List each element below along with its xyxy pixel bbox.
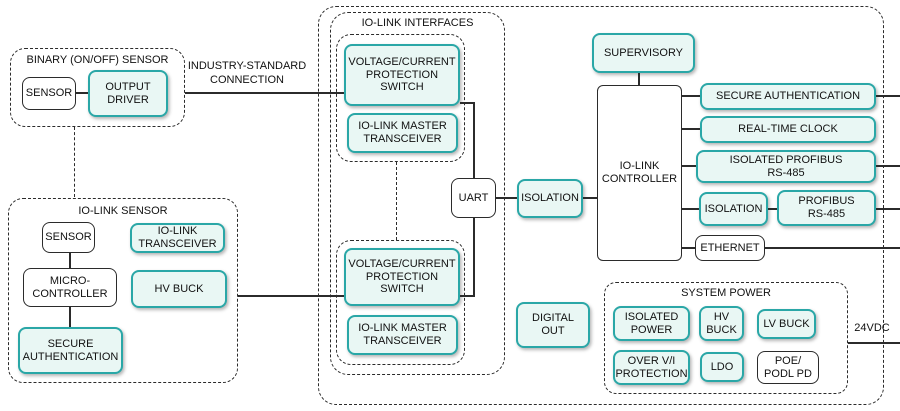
block-hv-buck-power: HV BUCK — [699, 306, 744, 341]
block-microcontroller: MICRO- CONTROLLER — [23, 268, 117, 307]
connector-uart-to-isolation — [496, 197, 517, 199]
block-sensor-iolink: SENSOR — [42, 222, 95, 253]
group-iolink-interfaces: IO-LINK INTERFACES — [330, 12, 505, 375]
connector-ethernet-external — [765, 247, 900, 249]
block-digital-out: DIGITAL OUT — [516, 302, 590, 348]
block-real-time-clock: REAL-TIME CLOCK — [700, 116, 876, 143]
connector-interface-groups — [396, 162, 397, 240]
group-iolink-sensor: IO-LINK SENSOR — [8, 198, 238, 383]
block-secure-authentication-sensor: SECURE AUTHENTICATION — [18, 327, 123, 374]
connector-port1-to-uart-v — [473, 102, 475, 178]
block-over-vi-protection: OVER V/I PROTECTION — [613, 350, 690, 385]
block-sensor-binary: SENSOR — [22, 77, 76, 110]
block-profibus: PROFIBUS RS-485 — [777, 190, 876, 226]
block-isolated-profibus: ISOLATED PROFIBUS RS-485 — [696, 150, 876, 183]
group-system-enclosure — [318, 6, 884, 405]
connector-controller-to-rtc — [682, 128, 700, 130]
connector-isolation-to-controller — [583, 197, 597, 199]
connector-binary-to-interfaces — [185, 92, 344, 94]
connector-controller-to-secure-auth — [682, 95, 700, 97]
block-isolation-profibus: ISOLATION — [699, 192, 768, 226]
block-output-driver: OUTPUT DRIVER — [88, 70, 168, 117]
connector-24vdc-input — [848, 342, 900, 344]
block-vc-protection-switch-1: VOLTAGE/CURRENT PROTECTION SWITCH — [344, 44, 460, 106]
block-ethernet: ETHERNET — [695, 235, 765, 261]
connector-mcu-to-secure-auth — [69, 307, 71, 327]
block-supervisory: SUPERVISORY — [592, 33, 695, 73]
block-iolink-controller: IO-LINK CONTROLLER — [597, 85, 682, 261]
connector-isolated-profibus-external — [876, 165, 900, 167]
block-master-transceiver-1: IO-LINK MASTER TRANSCEIVER — [347, 113, 458, 153]
group-system-power: SYSTEM POWER — [604, 282, 848, 394]
block-lv-buck: LV BUCK — [757, 309, 816, 339]
block-hv-buck-sensor: HV BUCK — [131, 270, 227, 308]
group-iolink-interfaces-title: IO-LINK INTERFACES — [361, 17, 474, 29]
block-isolated-power: ISOLATED POWER — [613, 306, 690, 341]
block-vc-protection-switch-2: VOLTAGE/CURRENT PROTECTION SWITCH — [344, 248, 460, 306]
group-binary-sensor-title: BINARY (ON/OFF) SENSOR — [26, 54, 169, 66]
connector-controller-to-isolation2 — [682, 208, 699, 210]
block-secure-authentication: SECURE AUTHENTICATION — [700, 83, 876, 110]
group-binary-sensor: BINARY (ON/OFF) SENSOR — [10, 48, 185, 127]
block-master-transceiver-2: IO-LINK MASTER TRANSCEIVER — [347, 315, 458, 355]
connector-sensor-to-mcu — [69, 253, 71, 268]
connector-port2-to-uart-h — [460, 295, 475, 297]
group-interface-port-1 — [336, 34, 465, 162]
connector-controller-to-ethernet — [682, 247, 695, 249]
group-interface-port-2 — [336, 240, 465, 365]
connector-port1-to-uart-h — [460, 102, 475, 104]
connector-secure-auth-external — [876, 95, 900, 97]
connector-iolink-sensor-to-interfaces — [238, 295, 344, 297]
connector-isolation2-to-profibus — [768, 208, 777, 210]
connector-controller-to-isolated-profibus — [682, 165, 696, 167]
connector-binary-to-iolink-sensor — [74, 127, 75, 197]
connector-profibus-external — [876, 208, 900, 210]
connector-sensor-to-output-driver — [76, 92, 88, 94]
block-uart: UART — [451, 178, 496, 218]
group-iolink-sensor-title: IO-LINK SENSOR — [78, 205, 168, 217]
block-poe-podl-pd: POE/ PODL PD — [757, 351, 819, 384]
connector-port2-to-uart-v — [473, 218, 475, 296]
label-24vdc: 24VDC — [854, 322, 890, 334]
block-ldo: LDO — [700, 352, 744, 382]
block-isolation-uart: ISOLATION — [517, 179, 583, 218]
block-iolink-transceiver: IO-LINK TRANSCEIVER — [130, 223, 225, 253]
connector-supervisory-to-controller — [638, 73, 640, 85]
group-system-power-title: SYSTEM POWER — [681, 287, 771, 299]
label-industry-standard-connection: INDUSTRY-STANDARD CONNECTION — [187, 60, 307, 86]
